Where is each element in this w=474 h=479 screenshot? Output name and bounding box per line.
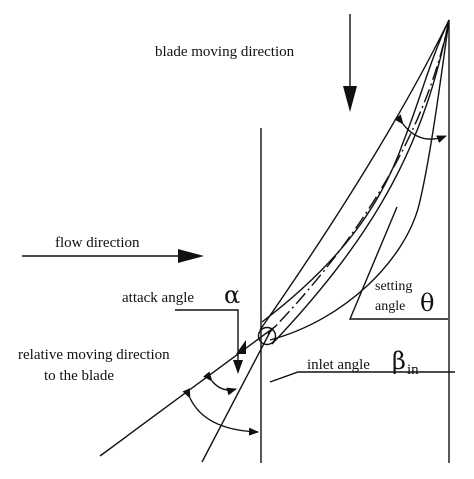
- inlet-angle-leader: [269, 371, 455, 383]
- blade-pressure-surface: [259, 19, 450, 331]
- attack-angle-leader: [175, 309, 239, 372]
- attack-angle-label: attack angle: [122, 290, 194, 306]
- flow-direction-label: flow direction: [55, 235, 140, 251]
- blade-moving-arrow-head: [343, 86, 357, 112]
- relative-direction-line: [99, 325, 277, 457]
- blade-inner-surface: [261, 19, 450, 323]
- setting-angle-label-line1: setting: [375, 279, 412, 294]
- setting-angle-leader: [348, 206, 448, 320]
- inlet-angle-subscript: in: [407, 362, 419, 378]
- relative-direction-leader-arrow: [236, 340, 246, 354]
- inlet-angle-label: inlet angle: [307, 357, 370, 373]
- camber-line: [267, 19, 450, 335]
- flow-arrow-head: [178, 249, 204, 263]
- inlet-angle-arc: [182, 388, 259, 436]
- setting-angle-symbol: θ: [420, 289, 434, 317]
- relative-direction-label-line2: to the blade: [44, 368, 114, 384]
- attack-angle-arc: [203, 371, 237, 396]
- blade-outer-surface: [269, 19, 450, 341]
- setting-angle-label-line2: angle: [375, 299, 405, 314]
- blade-moving-direction-label: blade moving direction: [155, 44, 295, 60]
- inlet-angle-symbol: β: [392, 347, 406, 375]
- inlet-tangent-line: [201, 331, 271, 463]
- attack-angle-symbol: α: [224, 281, 240, 309]
- leading-edge-circle: [257, 326, 277, 346]
- relative-direction-label-line1: relative moving direction: [18, 347, 170, 363]
- attack-angle-leader-arrow: [233, 360, 243, 374]
- blade-suction-surface: [271, 19, 450, 345]
- setting-angle-arc: [394, 114, 447, 143]
